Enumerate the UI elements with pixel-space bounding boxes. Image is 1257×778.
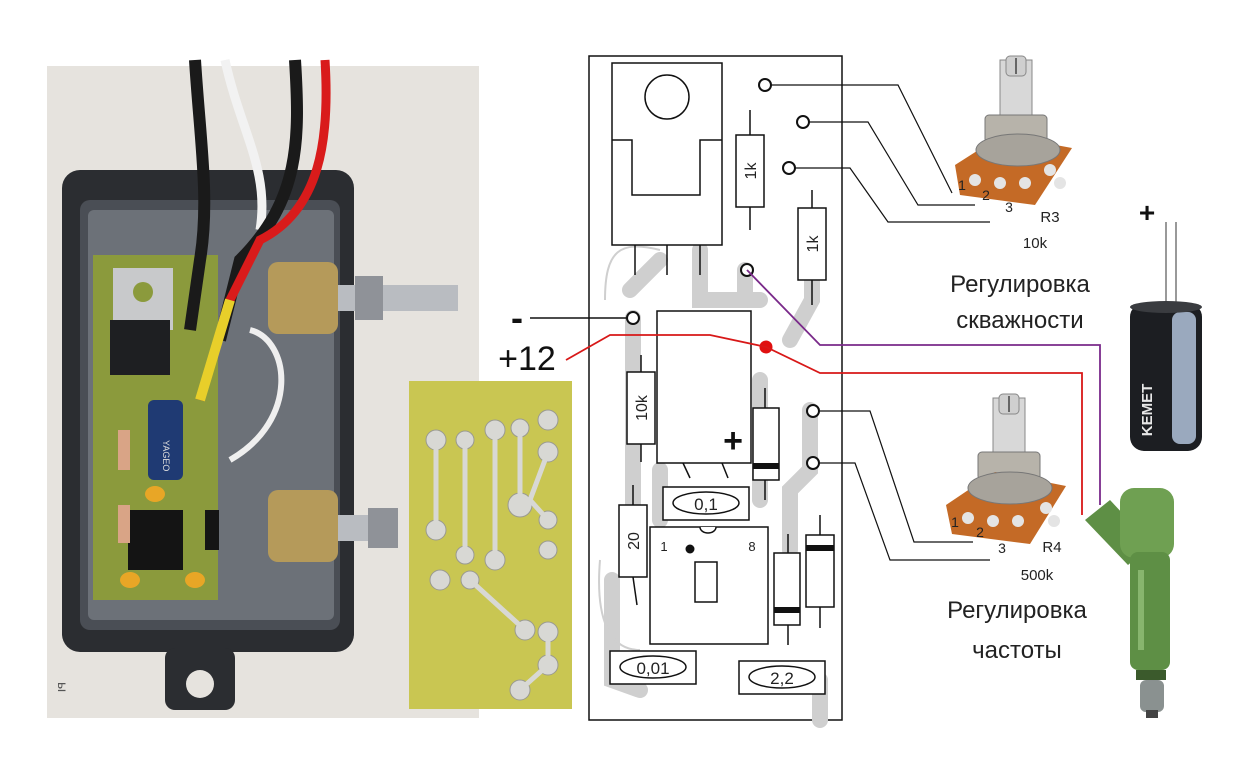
r3-caption-line2: скважности <box>956 307 1083 334</box>
ic-pin-1: 1 <box>660 539 667 554</box>
r4-pin-3: 3 <box>998 540 1006 556</box>
r3-pin-2: 2 <box>982 187 990 203</box>
r4-pin-2: 2 <box>976 524 984 540</box>
fuel-injector <box>1085 488 1174 718</box>
r3-name: R3 <box>1040 209 1059 226</box>
pcb-layout: 1k 1k + 10k 0,1 20 1 8 <box>588 55 843 728</box>
electrolytic-capacitor: + KEMET <box>1130 197 1202 451</box>
r4-name: R4 <box>1042 539 1061 556</box>
board-plus-sign: + <box>723 422 743 460</box>
connection-wires <box>530 84 1101 561</box>
capacitor-brand: KEMET <box>1139 384 1156 437</box>
ic-pin-8: 8 <box>748 539 755 554</box>
minus-terminal-label: - <box>511 297 523 338</box>
capacitor-plus-sign: + <box>1139 197 1155 228</box>
potentiometer-r3: 1 2 3 R3 10k Регулировка скважности <box>950 55 1091 334</box>
plus12-terminal-label: +12 <box>498 340 556 378</box>
r3-caption-line1: Регулировка <box>950 271 1090 298</box>
r4-caption-line2: частоты <box>972 637 1062 664</box>
r4-pin-1: 1 <box>951 514 959 530</box>
resistor-1k-label-b: 1k <box>805 235 822 253</box>
cap-22-label: 2,2 <box>770 669 794 688</box>
pcb-photo <box>409 381 572 709</box>
resistor-20-label: 20 <box>626 532 643 550</box>
cap-01-label: 0,1 <box>694 495 718 514</box>
photo-cap-brand: YAGEO <box>161 440 171 471</box>
r3-pin-1: 1 <box>958 177 966 193</box>
device-photo: ы YAGEO <box>47 59 479 718</box>
resistor-10k-label: 10k <box>634 394 651 421</box>
r3-value: 10k <box>1023 235 1048 252</box>
r3-pin-3: 3 <box>1005 199 1013 215</box>
potentiometer-r4: 1 2 3 R4 500k Регулировка частоты <box>946 393 1088 664</box>
resistor-1k-label-a: 1k <box>743 162 760 180</box>
r4-caption-line1: Регулировка <box>947 597 1087 624</box>
cap-001-label: 0,01 <box>636 659 669 678</box>
svg-text:ы: ы <box>55 682 71 692</box>
r4-value: 500k <box>1021 567 1054 584</box>
